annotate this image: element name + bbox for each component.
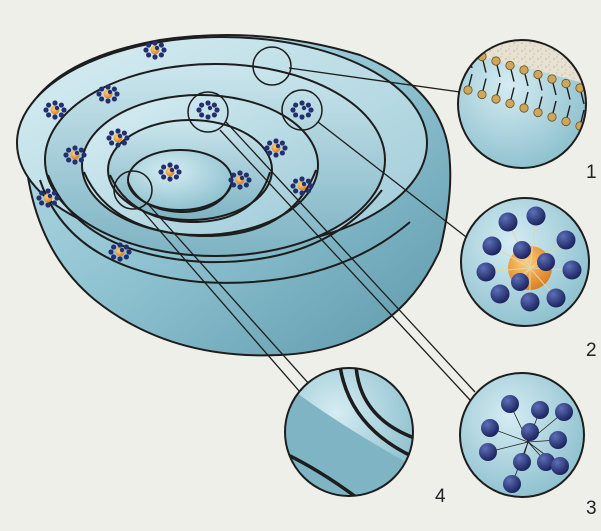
particle-icon (264, 138, 287, 157)
particle-icon (158, 162, 181, 181)
particle-icon (63, 145, 86, 164)
particle-icon (96, 84, 119, 103)
particle-icon (108, 242, 131, 261)
label-3: 3 (586, 498, 597, 519)
particle-icon (36, 188, 59, 207)
detail-4-layer-edge (280, 366, 420, 500)
label-1: 1 (586, 162, 597, 183)
label-4: 4 (435, 486, 446, 507)
particle-icon (290, 176, 313, 195)
detail-1-membrane (440, 40, 601, 168)
label-2: 2 (586, 340, 597, 361)
cell-model (17, 35, 450, 355)
particle-icon (106, 128, 129, 147)
particle-icon (143, 40, 166, 59)
detail-3-cluster (460, 373, 584, 497)
particle-icon (228, 170, 251, 189)
detail-2-particle (461, 198, 589, 326)
particle-icon (43, 100, 66, 119)
